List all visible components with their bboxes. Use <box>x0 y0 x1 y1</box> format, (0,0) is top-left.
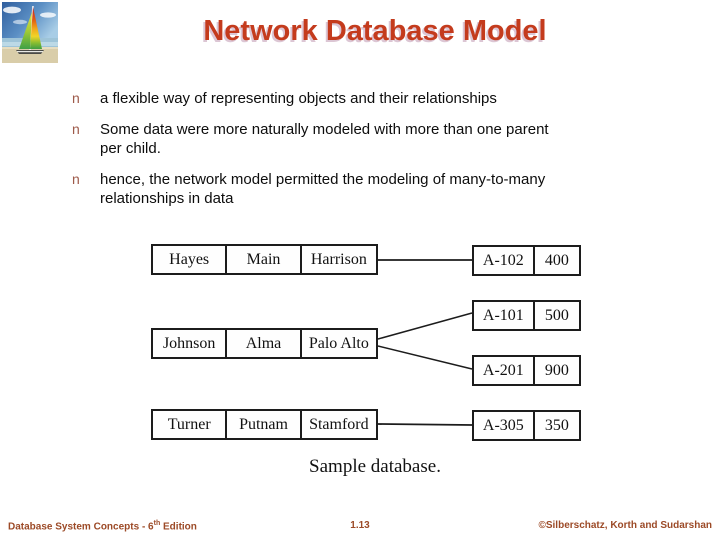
account-record: A-101 500 <box>472 300 581 331</box>
footer-edition-text: Edition <box>160 521 197 533</box>
bullet-marker: n <box>72 171 80 187</box>
sailboat-photo <box>2 2 58 63</box>
bullet-line: hence, the network model permitted the m… <box>100 171 546 188</box>
footer-edition-sup: th <box>153 520 161 527</box>
customer-name-cell: Hayes <box>153 246 228 273</box>
link-stamford-a305 <box>377 423 473 426</box>
account-record: A-305 350 <box>472 410 581 441</box>
link-paloalto-a101 <box>377 312 473 340</box>
bullet-marker: n <box>72 90 80 106</box>
customer-street-cell: Alma <box>227 330 302 357</box>
customer-street-cell: Main <box>227 246 302 273</box>
account-number-cell: A-305 <box>474 412 535 439</box>
sailboat-photo-art <box>2 2 58 63</box>
bullet-text: hence, the network model permitted the m… <box>100 170 545 208</box>
bullet-line: Some data were more naturally modeled wi… <box>100 121 549 138</box>
diagram-caption: Sample database. <box>309 456 441 477</box>
bullet-item: n Some data were more naturally modeled … <box>72 120 657 158</box>
account-balance-cell: 400 <box>544 251 569 269</box>
account-record: A-201 900 <box>472 355 581 386</box>
bullet-item: n hence, the network model permitted the… <box>72 170 657 208</box>
link-paloalto-a201 <box>377 345 473 370</box>
bullet-marker: n <box>72 121 80 137</box>
account-number-cell: A-201 <box>474 357 535 384</box>
bullet-text: Some data were more naturally modeled wi… <box>100 120 549 158</box>
slide-footer: Database System Concepts - 6th Edition 1… <box>0 520 720 534</box>
customer-record: Turner Putnam Stamford <box>151 409 378 440</box>
customer-city-cell: Stamford <box>309 415 369 433</box>
bullet-line: per child. <box>100 140 161 157</box>
customer-street-cell: Putnam <box>227 411 302 438</box>
bullet-text: a flexible way of representing objects a… <box>100 89 497 108</box>
customer-city-cell: Harrison <box>310 250 367 268</box>
footer-authors: ©Silberschatz, Korth and Sudarshan <box>538 520 712 531</box>
account-number-cell: A-101 <box>474 302 535 329</box>
customer-city-cell: Palo Alto <box>308 334 369 352</box>
account-record: A-102 400 <box>472 245 581 276</box>
bullet-item: n a flexible way of representing objects… <box>72 89 657 108</box>
bullet-line: relationships in data <box>100 190 234 207</box>
account-balance-cell: 350 <box>544 416 569 434</box>
bullet-line: a flexible way of representing objects a… <box>100 90 497 107</box>
account-balance-cell: 500 <box>544 306 569 324</box>
footer-page-number: 1.13 <box>350 520 370 531</box>
bullet-list: n a flexible way of representing objects… <box>72 89 657 220</box>
account-balance-cell: 900 <box>544 361 569 379</box>
footer-book-title-text: Database System Concepts - 6 <box>8 521 154 533</box>
footer-book-title: Database System Concepts - 6th Edition <box>8 520 197 532</box>
customer-name-cell: Turner <box>153 411 228 438</box>
slide-title: Network Database Model <box>203 15 547 47</box>
account-number-cell: A-102 <box>474 247 535 274</box>
customer-record: Johnson Alma Palo Alto <box>151 328 378 359</box>
customer-record: Hayes Main Harrison <box>151 244 378 275</box>
customer-name-cell: Johnson <box>153 330 228 357</box>
